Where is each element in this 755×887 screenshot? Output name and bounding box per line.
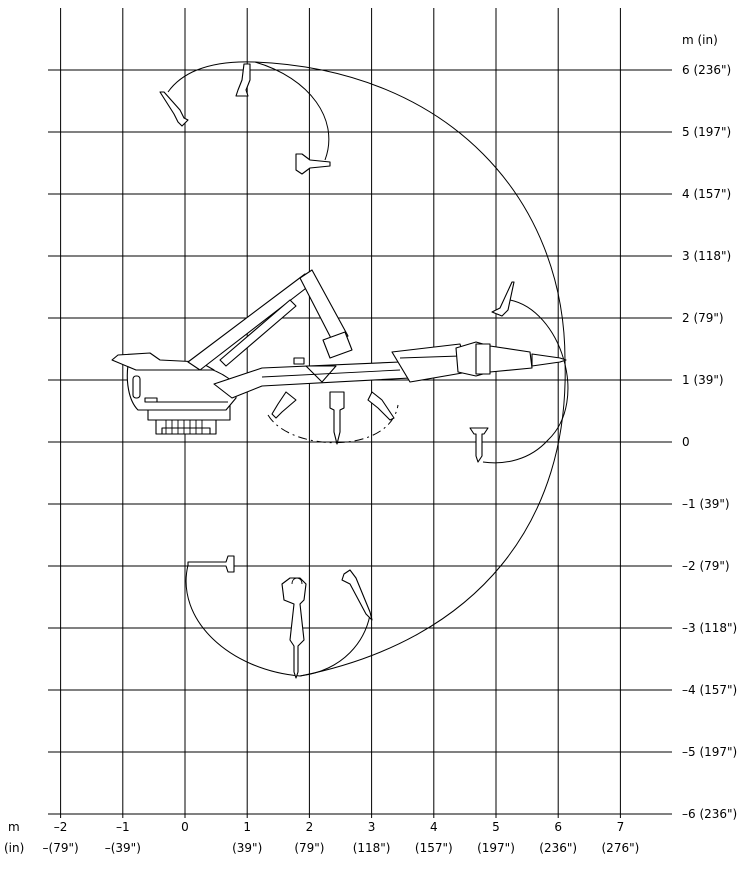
breaker-extended [455, 341, 533, 377]
lower-inner-reach-curve [185, 564, 371, 677]
swing-arc-dashed [267, 404, 399, 444]
axis-labels: –2 –(79") –1 –(39") 0 1 (39") 2 (79") 3 (118") 4 (15… [4, 33, 737, 855]
x-tick-label-m: –1 [116, 820, 130, 834]
demolition-machine [111, 269, 567, 463]
hanging-breaker-right [367, 391, 395, 421]
breaker-bottom-hook [291, 577, 303, 585]
y-tick-label: –5 (197") [682, 745, 737, 759]
boom-raised-arm [299, 269, 349, 345]
boom-center-line [261, 369, 401, 378]
x-tick-label-m: 1 [243, 820, 251, 834]
small-breaker-right-high [491, 281, 515, 317]
x-tick-label-in: (79") [294, 841, 324, 855]
base-ribs [165, 420, 203, 434]
x-axis-unit-in: (in) [4, 841, 24, 855]
x-tick-label-m: 4 [430, 820, 438, 834]
base-track-plate [161, 427, 211, 435]
breaker-bottom-vertical [281, 577, 307, 679]
breaker-top-vertical [235, 63, 251, 97]
boom-raised [187, 273, 315, 371]
x-tick-label-m: –2 [54, 820, 68, 834]
breaker-clamp [475, 343, 491, 375]
breaker-chisel-extended [531, 353, 567, 367]
upper-tool-positions [159, 63, 331, 175]
y-tick-label: 3 (118") [682, 249, 731, 263]
x-tick-label-in: (236") [539, 841, 577, 855]
y-tick-label: –4 (157") [682, 683, 737, 697]
grid [48, 8, 672, 818]
forearm-line [399, 355, 461, 359]
housing-top [111, 352, 215, 371]
x-tick-label-m: 0 [181, 820, 189, 834]
y-tick-label: –3 (118") [682, 621, 737, 635]
housing-light [144, 397, 158, 403]
right-inner-reach-curve [482, 299, 569, 464]
boom-bracket [293, 357, 305, 365]
y-tick-label: 5 (197") [682, 125, 731, 139]
y-tick-label: –2 (79") [682, 559, 730, 573]
x-tick-label-in: (276") [602, 841, 640, 855]
x-tick-label-in: –(39") [105, 841, 141, 855]
boom-raised-cylinder [219, 299, 297, 367]
breaker-head-lifted [322, 331, 353, 359]
hanging-breaker-left [271, 391, 297, 419]
x-tick-label-in: (39") [232, 841, 262, 855]
outer-lower-reach-curve [299, 359, 566, 677]
breaker-top-left [159, 91, 189, 127]
x-tick-label-in: –(79") [43, 841, 79, 855]
y-tick-label: 0 [682, 435, 690, 449]
upper-inner-reach-curve [254, 61, 330, 161]
x-tick-label-m: 7 [617, 820, 625, 834]
reach-envelope [167, 61, 569, 677]
y-tick-label: 4 (157") [682, 187, 731, 201]
y-tick-label: 6 (236") [682, 63, 731, 77]
x-tick-label-m: 2 [306, 820, 314, 834]
x-tick-label-m: 6 [554, 820, 562, 834]
lower-tool-positions [187, 555, 373, 679]
hanging-breaker-center [329, 391, 345, 445]
x-tick-label-in: (118") [353, 841, 391, 855]
y-tick-label: –1 (39") [682, 497, 730, 511]
y-axis-unit-label: m (in) [682, 33, 718, 47]
housing-window [132, 375, 141, 399]
breaker-bottom-horizontal [187, 555, 235, 573]
x-tick-label-in: (197") [477, 841, 515, 855]
x-tick-label-m: 3 [368, 820, 376, 834]
breaker-middle-horizontal [295, 153, 331, 175]
y-tick-label: 2 (79") [682, 311, 724, 325]
small-breaker-right-low [469, 427, 489, 463]
outer-reach-curve [167, 61, 566, 361]
breaker-bottom-diagonal [341, 569, 373, 621]
y-tick-label: 1 (39") [682, 373, 724, 387]
x-tick-label-m: 5 [492, 820, 500, 834]
x-axis-unit-m: m [8, 820, 20, 834]
y-tick-label: –6 (236") [682, 807, 737, 821]
x-tick-label-in: (157") [415, 841, 453, 855]
